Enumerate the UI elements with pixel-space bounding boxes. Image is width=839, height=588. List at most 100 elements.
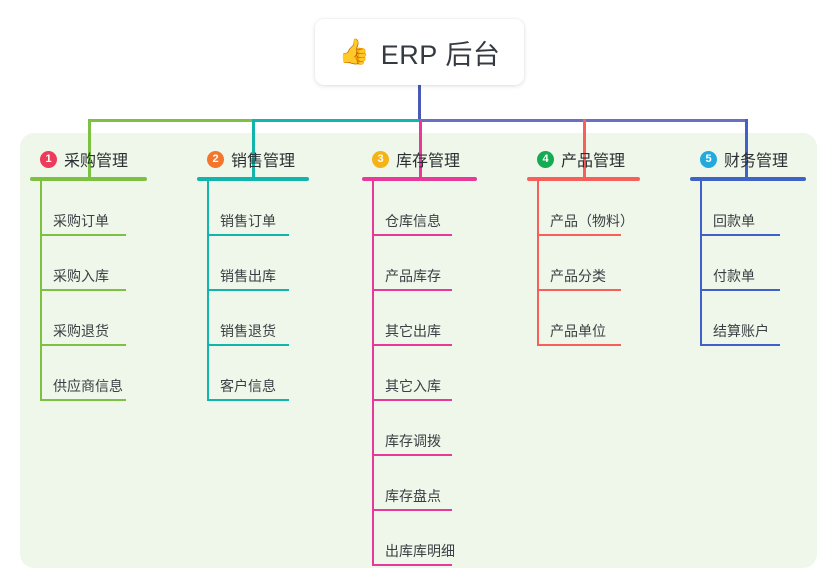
list-item[interactable]: 采购入库: [30, 236, 180, 291]
column-items-2: 销售订单销售出库销售退货客户信息: [197, 181, 347, 401]
column-title-2: 销售管理: [231, 153, 296, 170]
item-label: 产品库存: [385, 268, 441, 284]
list-item[interactable]: 库存盘点: [362, 456, 512, 511]
list-item[interactable]: 销售订单: [197, 181, 347, 236]
column-drop-4: [583, 119, 586, 177]
list-item[interactable]: 其它入库: [362, 346, 512, 401]
list-item[interactable]: 产品库存: [362, 236, 512, 291]
column-items-4: 产品（物料） 产品分类产品单位: [527, 181, 677, 346]
bus-segment-1: [88, 119, 252, 122]
item-spine: [207, 181, 209, 236]
column-drop-2: [252, 119, 255, 177]
item-label: 供应商信息: [53, 378, 123, 394]
item-spine: [372, 181, 374, 236]
item-spine: [372, 236, 374, 291]
item-underline: [537, 344, 621, 346]
item-label: 产品分类: [550, 268, 606, 284]
item-label: 采购入库: [53, 268, 109, 284]
item-underline: [40, 344, 126, 346]
item-spine: [700, 236, 702, 291]
list-item[interactable]: 销售退货: [197, 291, 347, 346]
item-label: 采购订单: [53, 213, 109, 229]
column-title-5: 财务管理: [724, 153, 789, 170]
list-item[interactable]: 结算账户: [690, 291, 830, 346]
list-item[interactable]: 客户信息: [197, 346, 347, 401]
item-label: 库存盘点: [385, 488, 441, 504]
item-spine: [372, 456, 374, 511]
list-item[interactable]: 销售出库: [197, 236, 347, 291]
thumbs-up-icon: 👍: [338, 37, 370, 66]
column-title-1: 采购管理: [64, 153, 129, 170]
list-item[interactable]: 库存调拨: [362, 401, 512, 456]
list-item[interactable]: 付款单: [690, 236, 830, 291]
column-title-4: 产品管理: [561, 153, 626, 170]
root-title: ERP 后台: [380, 39, 501, 70]
item-label: 产品（物料）: [550, 213, 634, 229]
list-item[interactable]: 产品（物料）: [527, 181, 677, 236]
column-header-rule-4: [527, 177, 640, 181]
column-badge-1: 1: [40, 150, 57, 168]
item-label: 仓库信息: [385, 213, 441, 229]
item-underline: [207, 399, 289, 401]
list-item[interactable]: 供应商信息: [30, 346, 180, 401]
item-label: 销售退货: [220, 323, 276, 339]
list-item[interactable]: 采购退货: [30, 291, 180, 346]
column-header-4[interactable]: 4 产品管理: [527, 146, 677, 172]
item-spine: [372, 291, 374, 346]
column-header-rule-2: [197, 177, 309, 181]
item-spine: [207, 346, 209, 401]
item-label: 销售订单: [220, 213, 276, 229]
item-label: 采购退货: [53, 323, 109, 339]
root-stem: [418, 85, 421, 122]
column-badge-4: 4: [537, 150, 554, 168]
column-badge-2: 2: [207, 150, 224, 168]
item-spine: [40, 346, 42, 401]
root-node[interactable]: 👍 ERP 后台: [315, 19, 524, 85]
column-2: 2 销售管理销售订单销售出库销售退货客户信息: [197, 146, 347, 401]
diagram-background-panel: [20, 133, 817, 568]
list-item[interactable]: 仓库信息: [362, 181, 512, 236]
list-item[interactable]: 产品分类: [527, 236, 677, 291]
item-spine: [40, 181, 42, 236]
item-underline: [372, 234, 452, 236]
item-underline: [700, 289, 780, 291]
list-item[interactable]: 其它出库: [362, 291, 512, 346]
item-underline: [700, 234, 780, 236]
item-spine: [40, 291, 42, 346]
item-underline: [372, 399, 452, 401]
item-spine: [537, 181, 539, 236]
item-label: 付款单: [713, 268, 755, 284]
list-item[interactable]: 产品单位: [527, 291, 677, 346]
item-underline: [40, 234, 126, 236]
item-spine: [537, 236, 539, 291]
item-spine: [700, 291, 702, 346]
column-header-rule-3: [362, 177, 477, 181]
item-spine: [537, 291, 539, 346]
item-spine: [207, 236, 209, 291]
column-header-2[interactable]: 2 销售管理: [197, 146, 347, 172]
column-drop-5: [745, 119, 748, 177]
list-item[interactable]: 采购订单: [30, 181, 180, 236]
column-items-1: 采购订单采购入库采购退货供应商信息: [30, 181, 180, 401]
item-spine: [372, 401, 374, 456]
list-item[interactable]: 出库库明细: [362, 511, 512, 566]
item-underline: [537, 234, 621, 236]
item-label: 销售出库: [220, 268, 276, 284]
item-underline: [40, 289, 126, 291]
item-underline: [372, 344, 452, 346]
item-underline: [207, 289, 289, 291]
list-item[interactable]: 回款单: [690, 181, 830, 236]
item-label: 产品单位: [550, 323, 606, 339]
column-drop-1: [88, 119, 91, 177]
item-spine: [700, 181, 702, 236]
column-4: 4 产品管理产品（物料） 产品分类产品单位: [527, 146, 677, 346]
item-label: 客户信息: [220, 378, 276, 394]
column-header-1[interactable]: 1 采购管理: [30, 146, 180, 172]
item-label: 库存调拨: [385, 433, 441, 449]
item-underline: [537, 289, 621, 291]
